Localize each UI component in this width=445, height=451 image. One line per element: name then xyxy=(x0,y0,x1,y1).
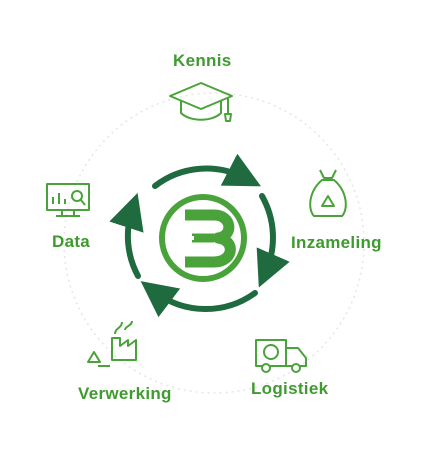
node-label-inzameling: Inzameling xyxy=(291,233,382,252)
node-label-logistiek: Logistiek xyxy=(251,379,329,398)
node-label-kennis: Kennis xyxy=(173,51,232,70)
truck-icon xyxy=(255,339,307,373)
cycle-arrow-bottom xyxy=(140,281,258,318)
cycle-arrow-right xyxy=(256,193,290,288)
cycle-arrow-left xyxy=(109,192,144,279)
node-label-verwerking: Verwerking xyxy=(78,384,172,403)
logo-b-icon xyxy=(159,194,247,282)
waste-bag-recycle-icon xyxy=(309,169,347,217)
monitor-chart-icon xyxy=(46,183,90,217)
cycle-arrow-top xyxy=(152,153,261,189)
factory-recycle-icon xyxy=(87,320,137,367)
cycle-arrows xyxy=(109,153,290,318)
outer-dotted-ring xyxy=(63,92,365,394)
graduation-cap-icon xyxy=(169,82,233,122)
node-label-data: Data xyxy=(52,232,91,251)
